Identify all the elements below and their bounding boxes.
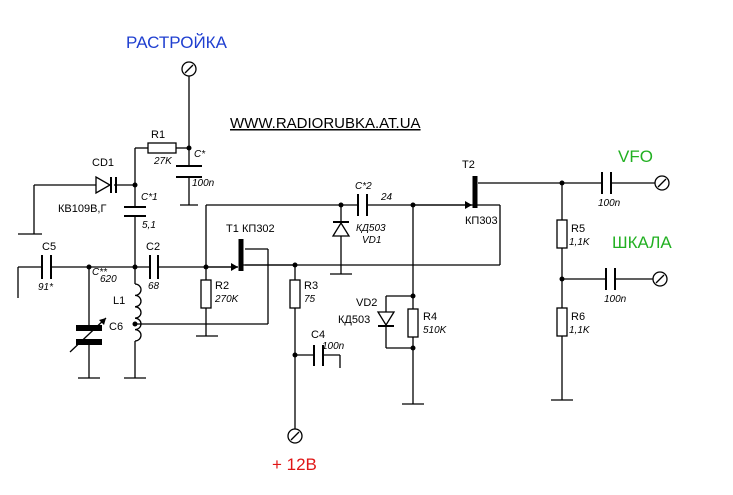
t1-label: T1 [226,223,239,235]
vd1-label: VD1 [362,235,381,246]
vd1-type: КД503 [356,223,386,234]
c5-value: 91* [38,282,54,293]
tuning-label: РАСТРОЙКА [126,33,228,52]
c4-capacitor [313,345,324,366]
vfo-junction [559,180,565,186]
l1-label: L1 [113,295,125,307]
c2-value: 68 [148,281,160,292]
c2-capacitor [149,255,159,279]
vd2-r4-wiring [385,205,424,405]
tuning-wiring [134,76,198,206]
c-ss-label: C** [92,267,108,278]
c-vfo-value: 100n [598,198,621,209]
t2-transistor [413,176,478,209]
c4-value: 100n [322,341,345,352]
c22-capacitor [357,194,368,216]
power-terminal [287,428,303,444]
r4-label: R4 [423,311,437,323]
c-scale-value: 100n [604,294,627,305]
c22-value: 24 [380,192,393,203]
c-star-value: 100n [192,178,215,189]
r4-resistor [407,308,419,338]
cd1-label: CD1 [92,157,114,169]
c-scale-capacitor [605,268,616,290]
c6-label: C6 [109,321,123,333]
c1-capacitor [124,206,146,217]
vfo-output-label: VFO [618,147,653,166]
r6-label: R6 [571,311,585,323]
tap-junction [132,321,138,327]
vd2-bottom-junction [410,345,416,351]
feedback-wiring [206,204,501,271]
varicap-wiring [18,184,136,267]
c2-label: C2 [146,241,160,253]
r3-resistor [289,279,301,309]
c-ss-wiring [78,267,100,379]
t1-transistor [206,239,244,271]
c4-junction [292,352,298,358]
r2-label: R2 [215,280,229,292]
r6-resistor [556,307,568,337]
cd1-varicap [95,175,117,195]
c22-label: C*2 [355,181,372,192]
r5-label: R5 [571,223,585,235]
r1-label: R1 [151,129,165,141]
c5-label: C5 [42,241,56,253]
r1-c-star-junction [186,145,192,151]
r3-wiring [245,264,341,429]
c4-label: C4 [311,329,325,341]
r5-value: 1,1K [569,237,591,248]
output-wiring [478,182,655,401]
t2-type: КП303 [465,215,498,227]
website-url: WWW.RADIORUBKA.AT.UA [230,115,421,132]
vd2-type: КД503 [338,314,370,326]
c-ss-value: 620 [100,274,117,285]
l1-inductor [134,283,142,342]
r5-resistor [556,219,568,249]
tuning-terminal [181,61,197,77]
c1-value: 5,1 [142,220,156,231]
tank-wiring [124,248,269,379]
vd1-diode [330,205,352,275]
vfo-terminal [654,175,670,191]
power-label: + 12В [272,455,317,474]
c1-junction [132,182,138,188]
t1-type: КП302 [242,223,275,235]
scale-output-label: ШКАЛА [612,233,672,252]
c5-capacitor [41,255,52,279]
c1-label: C*1 [141,192,158,203]
c-vfo-capacitor [601,172,612,194]
t2-label: T2 [462,159,475,171]
r2-wiring [196,205,218,337]
r1-value: 27K [153,156,173,167]
cd1-type: КВ109В,Г [58,203,106,215]
r1-resistor [147,142,177,154]
r4-value: 510K [423,325,448,336]
scale-junction [559,276,565,282]
vd2-label: VD2 [356,297,377,309]
r6-value: 1,1K [569,325,591,336]
c-star-capacitor [176,165,202,178]
r3-value: 75 [304,294,316,305]
r2-value: 270K [214,294,240,305]
source-junction [292,262,298,268]
r2-resistor [200,279,212,309]
vd2-diode [376,311,396,327]
scale-terminal [652,271,668,287]
vd2-top-junction [410,293,416,299]
c-star-label: C* [194,149,206,160]
r3-label: R3 [304,280,318,292]
c-ss-trimmer-capacitor [69,317,107,353]
